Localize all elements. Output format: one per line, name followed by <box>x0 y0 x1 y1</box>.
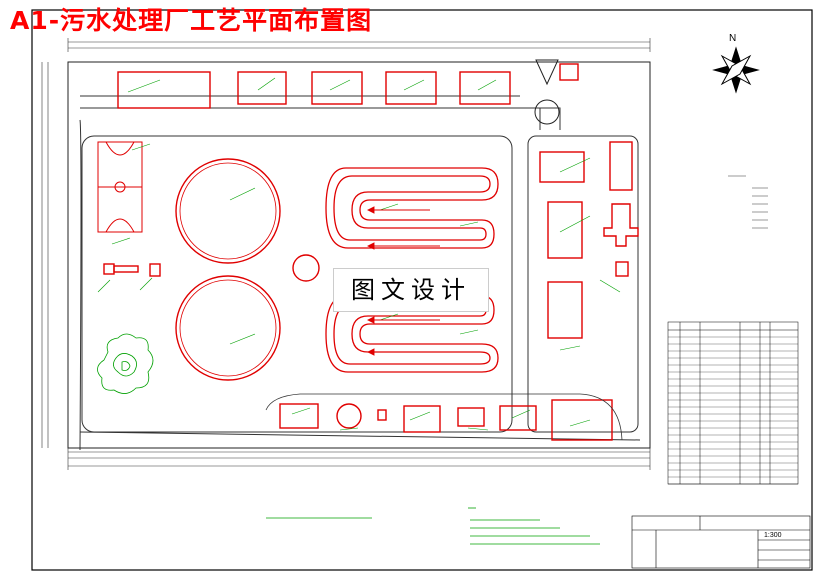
building-17 <box>237 71 287 105</box>
building-22 <box>551 399 613 441</box>
left-dimension-lines <box>41 62 49 448</box>
scale-cell: 1:300 <box>764 532 782 539</box>
sports-court <box>97 141 143 233</box>
building-right-c <box>547 281 583 339</box>
building-right-b <box>547 201 583 259</box>
north-arrow <box>712 46 760 94</box>
building-right-e <box>615 261 629 277</box>
sheet-border <box>31 9 813 571</box>
legend-small <box>728 175 768 229</box>
small-tank <box>292 254 320 282</box>
oxidation-ditch-top <box>325 167 499 249</box>
bottom-row-buildings <box>279 399 613 441</box>
title-block-frame <box>631 515 811 569</box>
building-12 <box>336 403 362 429</box>
landscaping <box>97 333 154 394</box>
building-17b <box>499 405 537 431</box>
building-20 <box>459 71 511 105</box>
building-11 <box>377 409 387 421</box>
building-16 <box>117 71 211 109</box>
building-right-d <box>609 141 633 191</box>
circular-tank-top <box>175 158 281 264</box>
top-dimension-lines <box>67 38 651 52</box>
building-right-f <box>603 203 639 247</box>
building-13 <box>279 403 319 429</box>
right-side-buildings <box>539 141 639 339</box>
circular-tank-bottom <box>175 275 281 381</box>
building-21 <box>559 63 579 81</box>
watermark: 图文设计 <box>333 268 489 312</box>
equipment-table-rows <box>668 336 798 485</box>
small-equipment <box>103 263 161 277</box>
flow-arrows <box>366 206 440 356</box>
building-15 <box>457 407 485 427</box>
main-gate <box>535 59 559 86</box>
notes-block <box>266 507 600 545</box>
drawing-title: A1-污水处理厂工艺平面布置图 <box>10 6 373 35</box>
equipment-table <box>667 321 799 485</box>
building-18 <box>311 71 363 105</box>
building-19 <box>385 71 437 105</box>
circular-tank-inner-top <box>179 162 277 260</box>
building-right-a <box>539 151 585 183</box>
site-boundary <box>67 61 651 449</box>
pump-well-top <box>534 99 560 125</box>
top-row-buildings <box>117 63 579 109</box>
north-label: N <box>729 33 737 44</box>
green-annotations <box>97 77 621 431</box>
bottom-dimension-lines <box>67 448 651 470</box>
building-14 <box>403 405 441 433</box>
circular-tank-inner-bottom <box>179 279 277 377</box>
diagonal-road <box>265 393 623 441</box>
